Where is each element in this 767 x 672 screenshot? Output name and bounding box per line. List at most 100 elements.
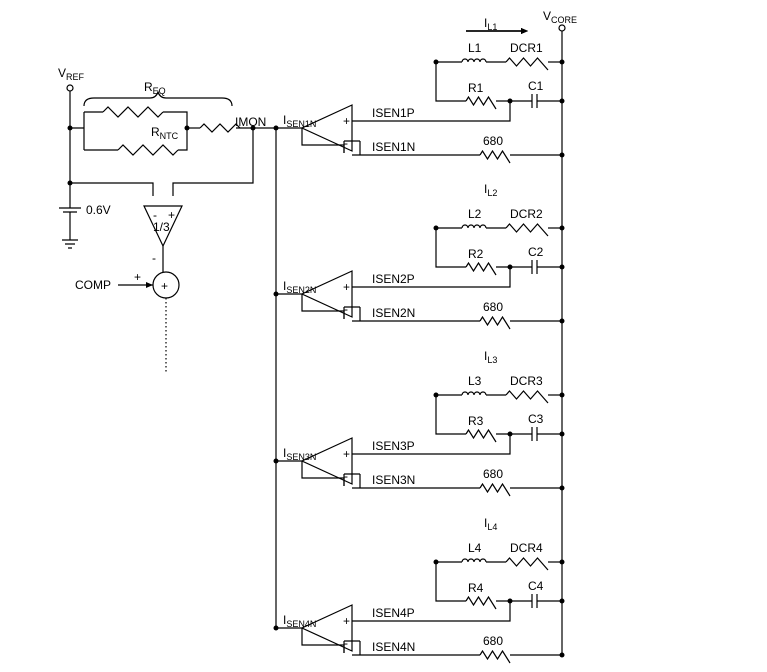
summing-node-label: + bbox=[161, 279, 168, 293]
gain-minus: - bbox=[153, 208, 157, 222]
inductor-current-label: IL2 bbox=[484, 182, 497, 198]
isen-node-label: ISEN1N bbox=[283, 113, 316, 129]
amp-minus: - bbox=[344, 469, 348, 483]
ground-symbol bbox=[62, 212, 78, 249]
sense-capacitor bbox=[496, 427, 562, 441]
r680-label: 680 bbox=[483, 134, 503, 148]
isenn-label: ISEN2N bbox=[372, 306, 415, 320]
amp-plus: + bbox=[343, 114, 350, 128]
inductor-node-wires bbox=[435, 561, 466, 602]
inductor-node-wires bbox=[435, 61, 466, 102]
gain-amplifier bbox=[143, 205, 183, 248]
req-network-wires bbox=[70, 111, 188, 150]
isenp-wire bbox=[352, 101, 511, 122]
sense-capacitor-label: C2 bbox=[528, 245, 544, 259]
isenn-label: ISEN3N bbox=[372, 473, 415, 487]
sense-resistor bbox=[465, 95, 497, 110]
sense-resistor-label: R2 bbox=[468, 247, 484, 261]
sense-amplifier bbox=[300, 437, 353, 485]
req-bottom-resistor bbox=[117, 144, 179, 156]
vref-label: VREF bbox=[58, 66, 85, 82]
inductor-node-wires bbox=[435, 227, 466, 268]
amp-minus: - bbox=[344, 302, 348, 316]
vref-terminal bbox=[66, 84, 74, 92]
sense-capacitor bbox=[496, 94, 562, 108]
isenn-label: ISEN1N bbox=[372, 140, 415, 154]
sense-capacitor bbox=[496, 260, 562, 274]
inductor-current-label: IL1 bbox=[484, 16, 497, 32]
dcr-resistor bbox=[505, 223, 549, 237]
req-bottom-wires bbox=[84, 128, 188, 151]
sense-capacitor-label: C4 bbox=[528, 579, 544, 593]
inductor-label: L2 bbox=[468, 207, 482, 221]
inductor bbox=[461, 58, 487, 63]
vcore-label: VCORE bbox=[543, 9, 577, 25]
r680-resistor bbox=[479, 482, 511, 497]
isenp-label: ISEN2P bbox=[372, 272, 415, 286]
sense-resistor bbox=[465, 595, 497, 610]
isenp-wire bbox=[352, 434, 511, 455]
inductor-node-wires bbox=[435, 394, 466, 435]
r680-resistor bbox=[479, 149, 511, 164]
sense-resistor-label: R4 bbox=[468, 581, 484, 595]
r680-label: 680 bbox=[483, 300, 503, 314]
req-label: REQ bbox=[144, 80, 166, 96]
sum-minus: - bbox=[152, 251, 156, 265]
inductor bbox=[461, 224, 487, 229]
vcore-terminal bbox=[558, 24, 566, 32]
inductor-label: L4 bbox=[468, 541, 482, 555]
inductor-current-label: IL4 bbox=[484, 516, 497, 532]
imon-feedback bbox=[172, 128, 254, 196]
isenp-wire bbox=[352, 601, 511, 622]
amp-plus: + bbox=[343, 280, 350, 294]
isenp-wire bbox=[352, 267, 511, 288]
inductor bbox=[461, 558, 487, 563]
r680-resistor bbox=[479, 649, 511, 664]
dcr-label: DCR4 bbox=[510, 541, 543, 555]
dcr-label: DCR1 bbox=[510, 41, 543, 55]
comp-plus: + bbox=[134, 270, 141, 284]
sense-amplifier bbox=[300, 604, 353, 652]
vref-network: VREF REQ RNTC IMON 0.6V - + 1/3 bbox=[58, 66, 277, 630]
sense-resistor bbox=[465, 261, 497, 276]
isen-node-label: ISEN3N bbox=[283, 446, 316, 462]
dcr-resistor bbox=[505, 57, 549, 71]
amp-plus: + bbox=[343, 447, 350, 461]
comp-label: COMP bbox=[75, 278, 111, 292]
r680-label: 680 bbox=[483, 467, 503, 481]
rntc-label: RNTC bbox=[151, 125, 179, 141]
gain-plus: + bbox=[168, 208, 175, 222]
imon-label: IMON bbox=[235, 115, 266, 129]
sense-capacitor bbox=[496, 594, 562, 608]
current-arrow bbox=[521, 28, 528, 34]
sense-resistor-label: R1 bbox=[468, 81, 484, 95]
sense-capacitor-label: C1 bbox=[528, 79, 544, 93]
isen-node-label: ISEN4N bbox=[283, 613, 316, 629]
amp-plus: + bbox=[343, 614, 350, 628]
dcr-resistor bbox=[505, 557, 549, 571]
battery bbox=[59, 207, 81, 213]
r680-resistor bbox=[479, 315, 511, 330]
series-resistor bbox=[199, 123, 241, 133]
amp-minus: - bbox=[344, 636, 348, 650]
req-top-resistor bbox=[102, 106, 164, 118]
dcr-resistor bbox=[505, 390, 549, 404]
sense-amplifier bbox=[300, 104, 353, 152]
inductor-current-label: IL3 bbox=[484, 349, 497, 365]
inductor bbox=[461, 391, 487, 396]
sense-capacitor-label: C3 bbox=[528, 412, 544, 426]
isenp-label: ISEN1P bbox=[372, 106, 415, 120]
r680-label: 680 bbox=[483, 634, 503, 648]
sense-resistor bbox=[465, 428, 497, 443]
isen-node-label: ISEN2N bbox=[283, 279, 316, 295]
isenn-label: ISEN4N bbox=[372, 640, 415, 654]
dcr-label: DCR3 bbox=[510, 374, 543, 388]
sense-resistor-label: R3 bbox=[468, 414, 484, 428]
inductor-label: L3 bbox=[468, 374, 482, 388]
req-brace bbox=[83, 90, 233, 107]
